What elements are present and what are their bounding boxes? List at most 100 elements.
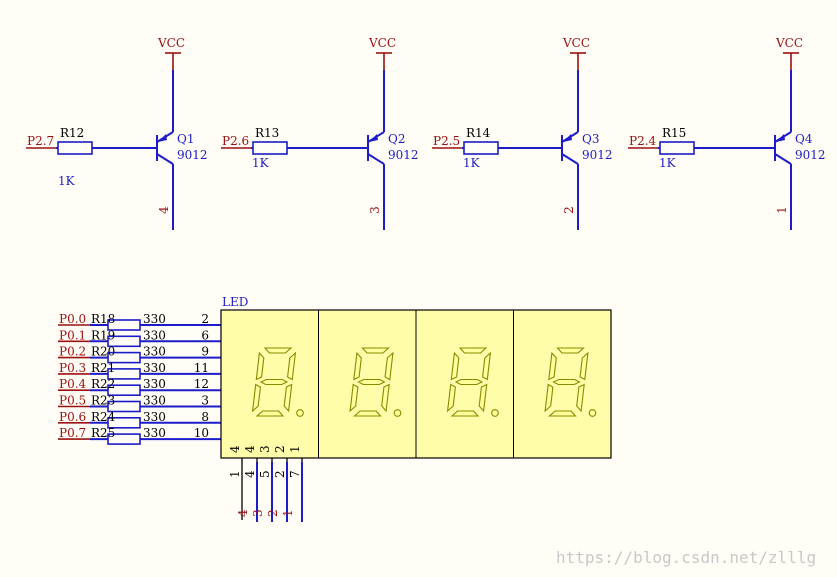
vcc-label: VCC [562, 36, 590, 50]
digit-pin-mid-label: 1 [228, 470, 242, 478]
digit-4 [544, 347, 597, 417]
resistor [463, 141, 499, 155]
collector-pin-number: 3 [368, 206, 382, 214]
transistor-stage-3: P2.5 R14 1K VCC 2 Q3 9012 [432, 36, 613, 230]
segment-pin-number: 10 [194, 426, 209, 440]
segment-resistor-label: R18 [91, 312, 115, 326]
decimal-point-icon [491, 409, 499, 417]
digit-1 [251, 347, 304, 417]
transistor-model: 9012 [388, 148, 419, 162]
transistor-model: 9012 [795, 148, 826, 162]
segment-pin-number: 2 [201, 312, 209, 326]
vcc-label: VCC [775, 36, 803, 50]
segment-line-e: P0.4R2233012e [58, 377, 234, 401]
decimal-point-icon [393, 409, 402, 417]
decimal-point-icon [296, 409, 304, 417]
emitter-arrow-icon [158, 134, 167, 142]
segment-port-label: P0.0 [59, 312, 86, 326]
resistor-value: 1K [252, 156, 270, 170]
segment-port-label: P0.3 [59, 361, 86, 375]
digit-pin-top-label: 1 [288, 445, 302, 453]
segment-pin-number: 11 [194, 361, 209, 375]
watermark: https://blog.csdn.net/zlllg [556, 548, 816, 567]
transistor-model: 9012 [177, 148, 208, 162]
resistor-label: R13 [255, 126, 279, 140]
digit-pin-mid-label: 2 [273, 470, 287, 478]
transistor-model: 9012 [582, 148, 613, 162]
segment-resistor-value: 330 [143, 328, 166, 342]
digit-pin-mid-label: 7 [288, 470, 302, 478]
digit-pin-bottom-label: 1 [281, 509, 295, 517]
digit-pin-bottom-label: 4 [236, 509, 250, 517]
segment-port-label: P0.5 [59, 394, 86, 408]
resistor-label: R15 [662, 126, 686, 140]
port-label: P2.5 [433, 134, 460, 148]
decimal-point-icon [588, 409, 597, 417]
segment-port-label: P0.1 [59, 328, 86, 342]
port-label: P2.4 [629, 134, 657, 148]
segment-resistor-label: R24 [91, 410, 116, 424]
segment-pin-number: 3 [201, 394, 209, 408]
emitter-arrow-icon [369, 134, 378, 142]
segment-resistor-value: 330 [143, 394, 166, 408]
digit-3 [446, 347, 499, 417]
digit-pin-mid-label: 5 [258, 470, 272, 478]
segment-line-b: P0.1R193306b [58, 328, 235, 352]
resistor [57, 141, 93, 155]
resistor-label: R12 [60, 126, 84, 140]
segment-resistor-label: R20 [91, 345, 115, 359]
transistor-stage-4: P2.4 R15 1K VCC 1 Q4 9012 [628, 36, 826, 230]
transistor-label: Q2 [388, 132, 405, 146]
collector-pin-number: 1 [775, 206, 789, 214]
segment-line-f: P0.5R233303f [58, 394, 233, 418]
segment-resistor-value: 330 [143, 345, 166, 359]
segment-resistor-value: 330 [143, 312, 166, 326]
digit-pin-top-label: 3 [258, 445, 272, 453]
transistor-label: Q4 [795, 132, 813, 146]
emitter-arrow-icon [563, 134, 572, 142]
emitter-arrow-icon [776, 134, 785, 142]
segment-pin-number: 12 [194, 377, 209, 391]
resistor [252, 141, 288, 155]
segment-pin-number: 6 [201, 328, 209, 342]
transistor-label: Q1 [177, 132, 194, 146]
collector-pin-number: 4 [157, 206, 171, 214]
port-label: P2.7 [27, 134, 54, 148]
display-label: LED [222, 295, 248, 309]
resistor-value: 1K [58, 174, 76, 188]
transistor-stage-1: P2.7 R12 1K VCC 4 Q1 9012 [26, 36, 208, 230]
segment-resistor-label: R25 [91, 426, 115, 440]
digit-pin-top-label: 2 [273, 445, 287, 453]
segment-port-label: P0.6 [59, 410, 86, 424]
segment-resistor-value: 330 [143, 377, 166, 391]
collector-pin-number: 2 [562, 206, 576, 214]
vcc-label: VCC [368, 36, 396, 50]
resistor [659, 141, 695, 155]
segment-line-c: P0.2R203309c [58, 345, 234, 369]
digit-pin-top-label: 4 [228, 445, 242, 453]
segment-resistor-value: 330 [143, 426, 166, 440]
segment-resistor-label: R23 [91, 394, 115, 408]
segment-pin-number: 9 [201, 345, 209, 359]
segment-resistor-label: R21 [91, 361, 115, 375]
transistor-label: Q3 [582, 132, 599, 146]
digit-pin-bottom-label: 2 [266, 509, 280, 517]
segment-resistor-value: 330 [143, 410, 166, 424]
port-label: P2.6 [222, 134, 249, 148]
segment-port-label: P0.4 [59, 377, 87, 391]
segment-line-DP: P0.7R2533010DP [58, 426, 245, 450]
digit-pin-mid-label: 4 [243, 470, 257, 478]
segment-pin-number: 8 [201, 410, 209, 424]
segment-port-label: P0.2 [59, 345, 86, 359]
segment-resistor-label: R19 [91, 328, 115, 342]
segment-resistor-label: R22 [91, 377, 115, 391]
digit-2 [349, 347, 402, 417]
transistor-stage-2: P2.6 R13 1K VCC 3 Q2 9012 [221, 36, 419, 230]
resistor-label: R14 [466, 126, 491, 140]
vcc-label: VCC [157, 36, 185, 50]
resistor-value: 1K [463, 156, 481, 170]
digit-pin-top-label: 4 [243, 445, 257, 453]
resistor-value: 1K [659, 156, 677, 170]
